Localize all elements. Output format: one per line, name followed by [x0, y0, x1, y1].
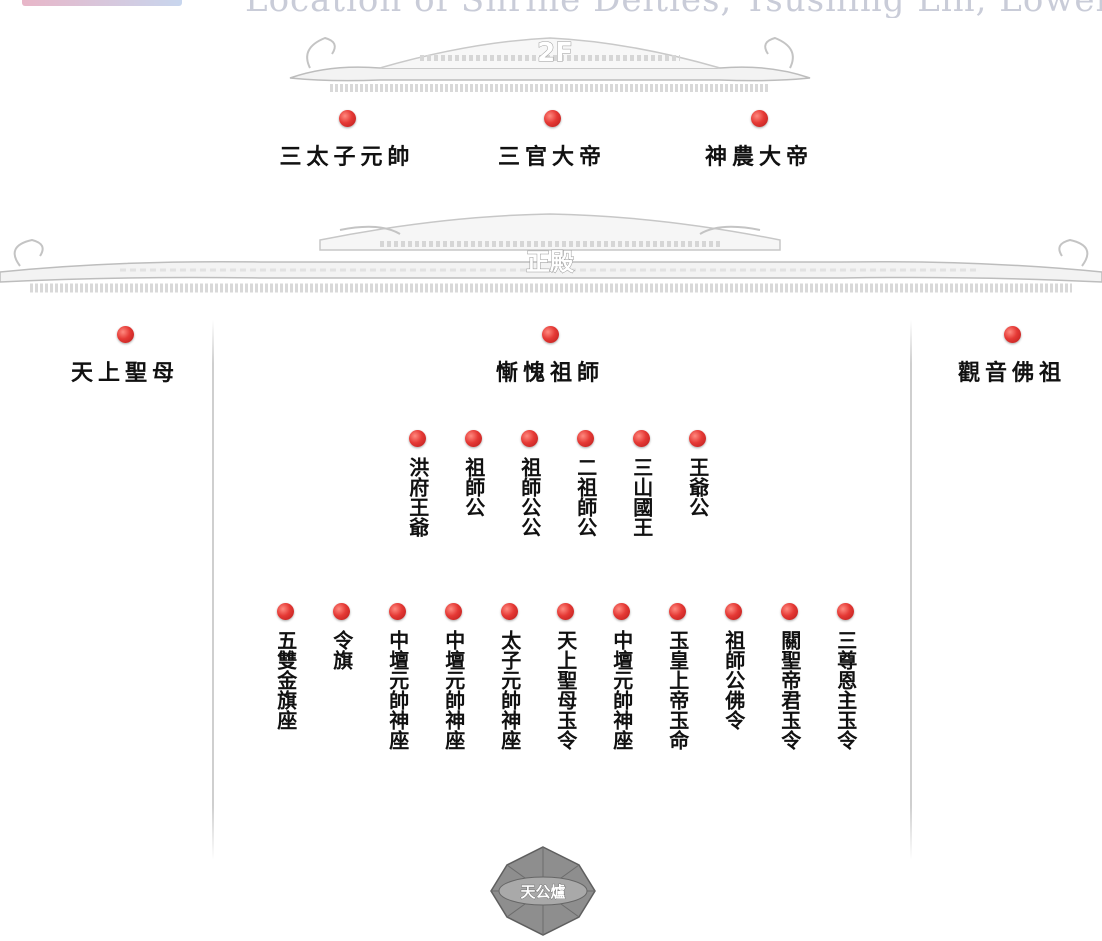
deity-name: 三山國王: [627, 457, 655, 537]
deity-dot: [445, 603, 462, 620]
deity-dot: [633, 430, 650, 447]
deity-dot: [389, 603, 406, 620]
deity-center: 慚愧祖師: [480, 326, 620, 387]
hall-divider-right: [910, 320, 912, 860]
main-hall-roof-label: 正殿: [500, 242, 600, 277]
deity-row2: 玉皇上帝玉命: [662, 603, 692, 750]
deity-dot: [277, 603, 294, 620]
deity-floor2: 三太子元帥: [272, 110, 422, 171]
heaven-altar: 天公爐: [483, 845, 603, 937]
deity-dot: [1004, 326, 1021, 343]
deity-dot: [751, 110, 768, 127]
header-logo: [22, 0, 182, 6]
deity-name: 三尊恩主玉令: [831, 630, 859, 750]
deity-row1: 王爺公: [682, 430, 712, 517]
floor2-roof-label: 2F: [515, 38, 595, 68]
deity-row1: 三山國王: [626, 430, 656, 537]
deity-right: 觀音佛祖: [942, 326, 1082, 387]
deity-row2: 令旗: [326, 603, 356, 670]
deity-dot: [557, 603, 574, 620]
deity-row1: 祖師公: [458, 430, 488, 517]
deity-name: 三官大帝: [498, 139, 606, 171]
deity-dot: [521, 430, 538, 447]
deity-dot: [837, 603, 854, 620]
deity-name: 令旗: [327, 630, 355, 670]
deity-name: 太子元帥神座: [495, 630, 523, 750]
deity-name: 中壇元帥神座: [383, 630, 411, 750]
deity-row2: 三尊恩主玉令: [830, 603, 860, 750]
deity-name: 中壇元帥神座: [607, 630, 635, 750]
deity-dot: [117, 326, 134, 343]
deity-row2: 祖師公佛令: [718, 603, 748, 730]
deity-name: 慚愧祖師: [496, 355, 604, 387]
deity-name: 神農大帝: [705, 139, 813, 171]
deity-dot: [613, 603, 630, 620]
deity-dot: [689, 430, 706, 447]
deity-row2: 天上聖母玉令: [550, 603, 580, 750]
deity-dot: [669, 603, 686, 620]
deity-dot: [465, 430, 482, 447]
deity-floor2: 三官大帝: [487, 110, 617, 171]
deity-name: 王爺公: [683, 457, 711, 517]
altar-label: 天公爐: [483, 881, 603, 902]
deity-dot: [339, 110, 356, 127]
deity-dot: [501, 603, 518, 620]
deity-row2: 中壇元帥神座: [606, 603, 636, 750]
hall-divider-left: [212, 320, 214, 860]
deity-name: 天上聖母: [71, 355, 179, 387]
deity-dot: [577, 430, 594, 447]
deity-dot: [333, 603, 350, 620]
deity-left: 天上聖母: [55, 326, 195, 387]
deity-name: 五雙金旗座: [271, 630, 299, 730]
deity-row2: 中壇元帥神座: [382, 603, 412, 750]
deity-name: 祖師公公: [515, 457, 543, 537]
deity-name: 祖師公佛令: [719, 630, 747, 730]
deity-dot: [781, 603, 798, 620]
deity-name: 三太子元帥: [279, 139, 414, 171]
deity-name: 祖師公: [459, 457, 487, 517]
deity-dot: [544, 110, 561, 127]
deity-name: 洪府王爺: [403, 457, 431, 537]
deity-name: 觀音佛祖: [958, 355, 1066, 387]
deity-row2: 關聖帝君玉令: [774, 603, 804, 750]
deity-dot: [409, 430, 426, 447]
deity-name: 天上聖母玉令: [551, 630, 579, 750]
deity-dot: [725, 603, 742, 620]
deity-name: 中壇元帥神座: [439, 630, 467, 750]
deity-floor2: 神農大帝: [694, 110, 824, 171]
deity-row1: 洪府王爺: [402, 430, 432, 537]
deity-row1: 祖師公公: [514, 430, 544, 537]
deity-row1: 二祖師公: [570, 430, 600, 537]
deity-row2: 五雙金旗座: [270, 603, 300, 730]
deity-row2: 太子元帥神座: [494, 603, 524, 750]
deity-name: 二祖師公: [571, 457, 599, 537]
deity-row2: 中壇元帥神座: [438, 603, 468, 750]
deity-name: 關聖帝君玉令: [775, 630, 803, 750]
deity-dot: [542, 326, 559, 343]
deity-name: 玉皇上帝玉命: [663, 630, 691, 750]
